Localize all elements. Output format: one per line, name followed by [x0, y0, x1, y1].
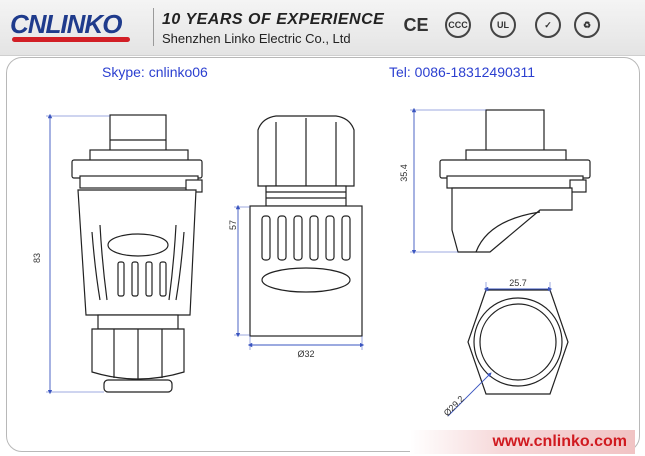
rohs-mark-icon: ✓ [535, 12, 561, 38]
ce-mark-icon: CE [403, 14, 429, 35]
dim-32-label: Ø32 [297, 349, 314, 359]
page-header: CNLINKO 10 YEARS OF EXPERIENCE Shenzhen … [0, 0, 645, 56]
dim-35-4-label: 35.4 [399, 164, 409, 182]
socket-side-view [439, 109, 591, 253]
tagline: 10 YEARS OF EXPERIENCE [162, 11, 385, 28]
hex-nut-front-view [467, 289, 569, 395]
connector-side-view [71, 114, 203, 393]
ccc-mark-icon: CCC [445, 12, 471, 38]
ul-mark-icon: UL [490, 12, 516, 38]
dimension-lines [46, 107, 553, 417]
dim-83-label: 83 [32, 253, 42, 263]
website-banner: www.cnlinko.com [410, 430, 635, 454]
website-link[interactable]: www.cnlinko.com [492, 433, 627, 450]
header-divider [153, 8, 154, 46]
brand-logo: CNLINKO [10, 9, 130, 42]
recycle-mark-icon: ♻ [574, 12, 600, 38]
logo-swoosh [12, 37, 130, 42]
dim-25-7-label: 25.7 [509, 278, 527, 288]
dim-57-label: 57 [228, 220, 238, 230]
company-name: Shenzhen Linko Electric Co., Ltd [162, 31, 351, 46]
skype-contact: Skype: cnlinko06 [102, 64, 208, 80]
plug-side-view [249, 115, 363, 337]
dim-29-2-label: Ø29.2 [442, 394, 466, 418]
tel-contact: Tel: 0086-18312490311 [389, 64, 536, 80]
